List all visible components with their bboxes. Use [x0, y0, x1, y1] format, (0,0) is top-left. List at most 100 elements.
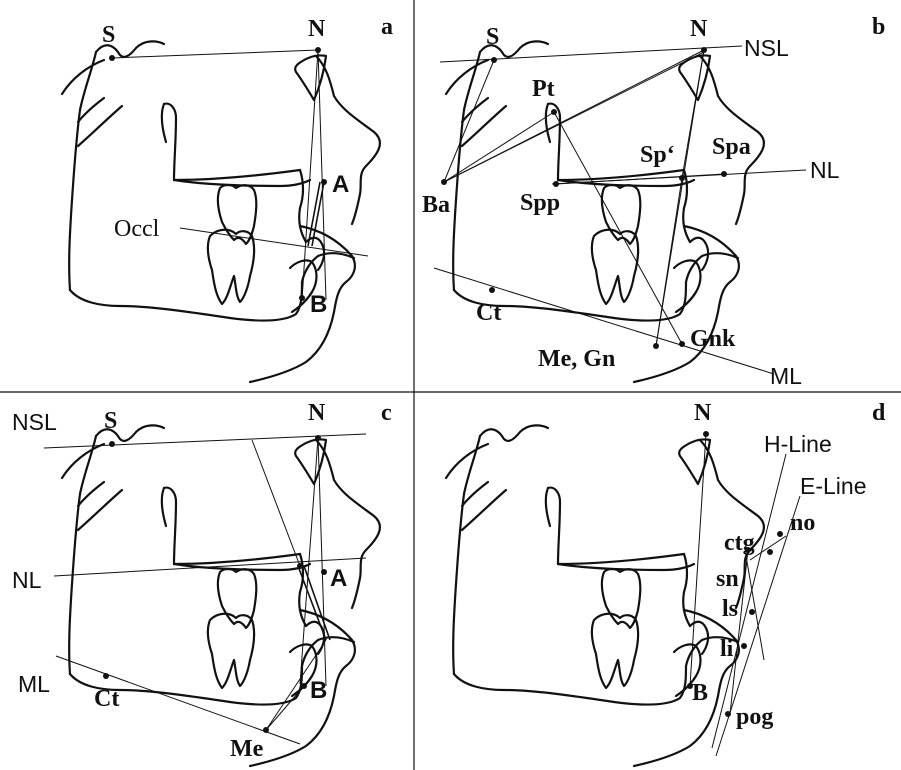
point-ct-b — [489, 287, 495, 293]
point-no — [777, 531, 783, 537]
label-b: B — [310, 291, 327, 318]
point-spa — [721, 171, 727, 177]
me-inc-line — [265, 639, 327, 731]
label-n: N — [308, 400, 326, 426]
label-occl: Occl — [114, 216, 160, 242]
ml-line — [55, 655, 301, 745]
skull-outline-c — [60, 424, 382, 768]
ba-pt-line — [443, 51, 705, 183]
label-s: S — [486, 24, 499, 50]
label-nsl: NSL — [12, 409, 57, 435]
point-ba — [441, 179, 447, 185]
panel-d: d N H-Line E-Line no ctg sn ls li B pog — [444, 400, 886, 768]
point-li — [741, 643, 747, 649]
label-ba: Ba — [422, 192, 450, 218]
point-gnk — [679, 341, 685, 347]
label-spp: Spp — [520, 190, 560, 216]
nl-line — [53, 557, 367, 577]
label-pt: Pt — [532, 76, 555, 102]
pt-gnk-line — [553, 111, 683, 345]
point-n-a — [315, 47, 321, 53]
occlusal-line — [179, 227, 369, 257]
skull-outline-a — [60, 40, 382, 384]
n-a-line-c — [317, 437, 327, 687]
label-b: B — [310, 677, 327, 704]
point-n-b — [701, 47, 707, 53]
label-sn: sn — [716, 566, 739, 592]
label-e-line: E-Line — [800, 473, 866, 499]
point-s-a — [109, 55, 115, 61]
point-ct-c — [103, 673, 109, 679]
label-a: A — [332, 171, 349, 198]
ml-line — [433, 267, 775, 375]
label-ct: Ct — [476, 300, 501, 326]
me-b-line — [265, 685, 305, 731]
ba-sp-line — [443, 111, 555, 183]
upper-incisor-axis — [297, 565, 331, 641]
point-b-c — [301, 683, 307, 689]
label-li: li — [720, 636, 734, 662]
label-nl: NL — [12, 567, 42, 593]
label-n: N — [308, 16, 326, 42]
panel-letter-b: b — [872, 14, 885, 40]
label-h-line: H-Line — [764, 431, 832, 457]
panel-a: a S N A B Occl — [60, 14, 393, 384]
point-b-a — [299, 295, 305, 301]
point-pt — [551, 109, 557, 115]
point-ls — [749, 609, 755, 615]
ls-li-line — [745, 555, 765, 661]
point-me-gn — [653, 343, 659, 349]
point-s-b — [491, 57, 497, 63]
panel-c: c NSL S N NL A ML Ct B Me — [12, 400, 392, 768]
point-b-d — [687, 683, 693, 689]
point-s-c — [109, 441, 115, 447]
label-n: N — [690, 16, 708, 42]
incisor-axis — [307, 181, 325, 247]
label-pog: pog — [736, 704, 773, 730]
s-n-line — [111, 49, 319, 59]
n-b-line-d — [689, 433, 707, 687]
label-spa: Spa — [712, 134, 751, 160]
sn-pog-line — [729, 549, 749, 715]
label-nsl: NSL — [744, 35, 789, 61]
point-nl-c — [297, 563, 303, 569]
n-b-line — [301, 49, 319, 301]
ba-s-line — [443, 59, 495, 183]
n-a-line — [317, 49, 327, 301]
label-me: Me — [230, 736, 264, 762]
label-nl: NL — [810, 157, 840, 183]
n-b-line-c — [299, 437, 319, 685]
e-line-ext — [749, 535, 787, 561]
sp-gn-line — [655, 177, 683, 347]
n-spa-line — [681, 49, 705, 179]
point-a-a — [321, 179, 327, 185]
panel-letter-a: a — [381, 14, 393, 40]
point-sp — [679, 175, 685, 181]
point-me-c — [263, 727, 269, 733]
point-sn — [745, 547, 751, 553]
point-pog — [725, 711, 731, 717]
point-ctg — [767, 549, 773, 555]
label-n: N — [694, 400, 712, 426]
label-ml: ML — [18, 671, 50, 697]
point-spp — [553, 181, 559, 187]
label-gnk: Gnk — [690, 326, 736, 352]
nsl-line — [439, 45, 743, 63]
label-ctg: ctg — [724, 530, 755, 556]
label-no: no — [790, 510, 815, 536]
label-me-gn: Me, Gn — [538, 346, 615, 372]
point-n-c — [315, 435, 321, 441]
label-ml: ML — [770, 363, 802, 389]
label-s: S — [102, 22, 115, 48]
label-ct: Ct — [94, 686, 119, 712]
label-b: B — [692, 680, 708, 706]
label-s: S — [104, 408, 117, 434]
spp-spa-line — [555, 173, 725, 185]
label-a: A — [330, 565, 347, 592]
h-line — [711, 453, 787, 749]
nsl-line — [43, 433, 367, 449]
panel-b: b S N NSL Pt Sp‘ Spa NL Ba Spp Ct Gnk Me… — [422, 14, 885, 389]
s-me-line — [251, 439, 301, 567]
point-a-c — [321, 569, 327, 575]
